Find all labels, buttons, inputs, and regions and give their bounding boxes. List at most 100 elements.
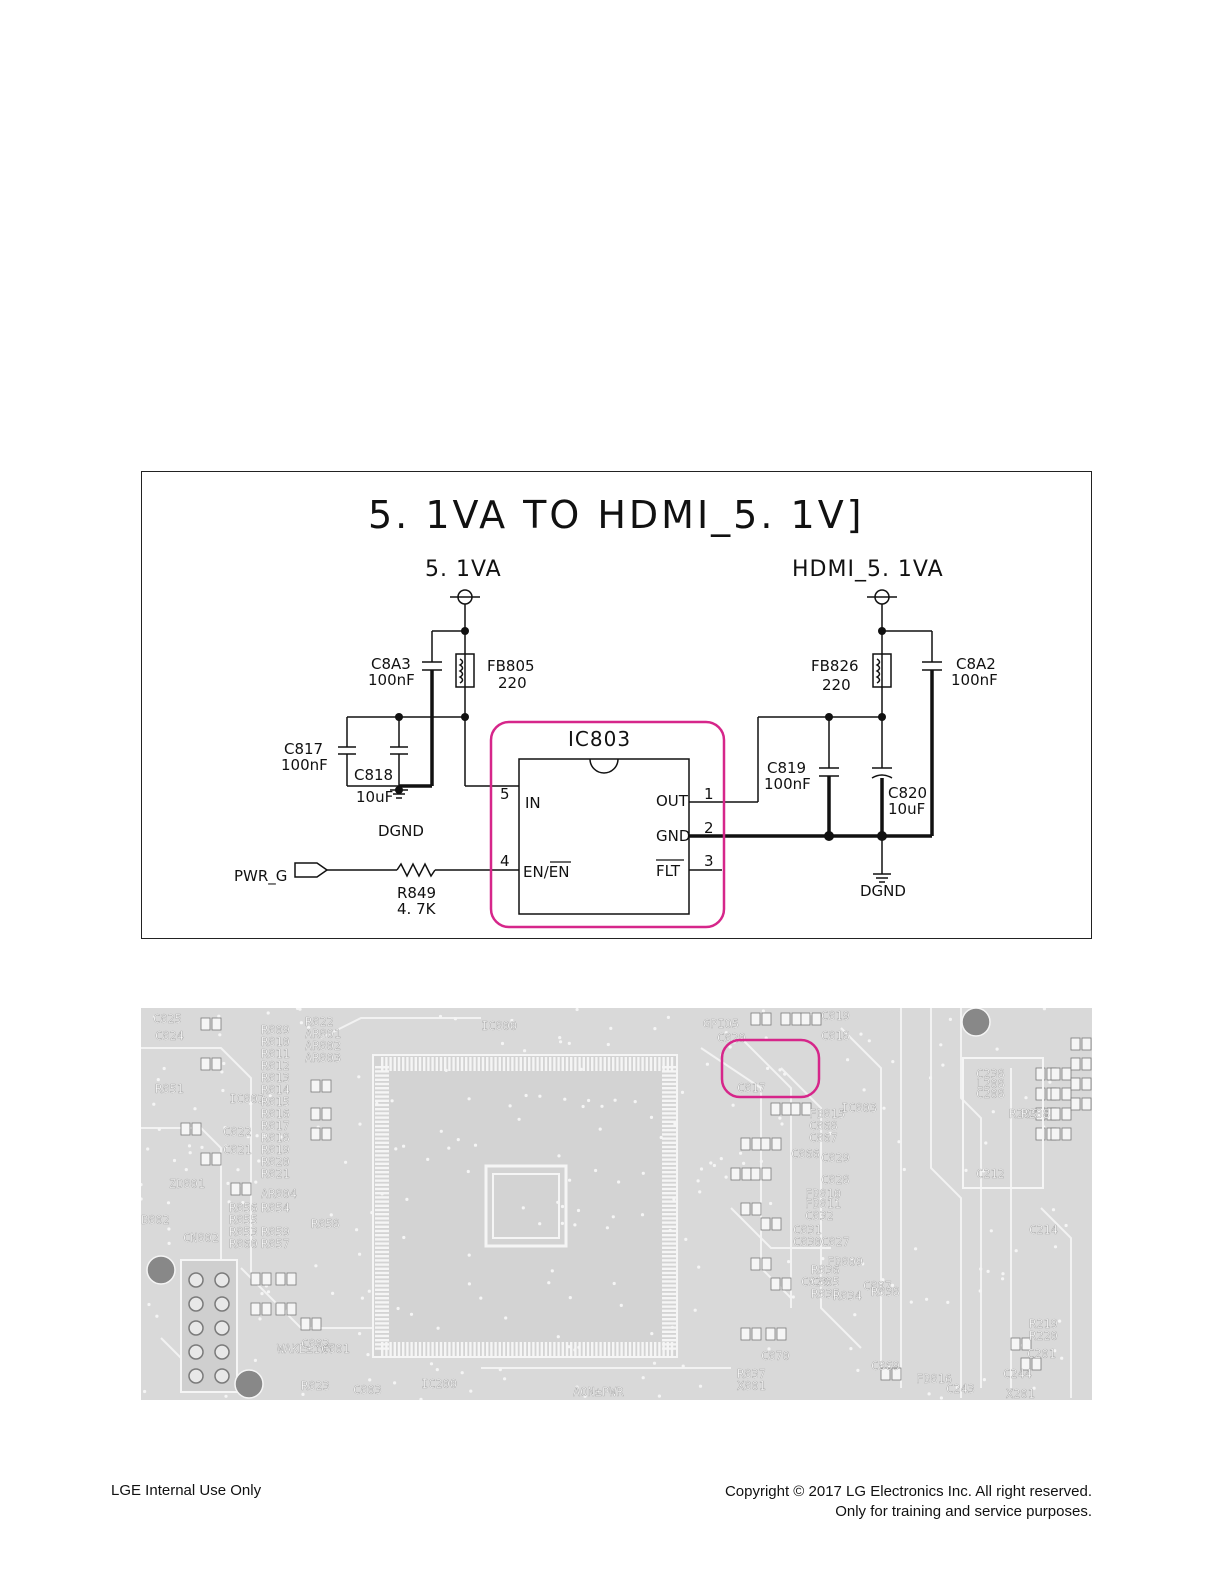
smd-pad <box>776 1327 787 1341</box>
pcb-label: C818 <box>821 1029 850 1043</box>
output-rail-label: HDMI_5. 1VA <box>792 557 944 582</box>
smd-pad <box>741 1167 752 1181</box>
pcb-label: C820 <box>717 1031 746 1045</box>
pcb-label: R838 <box>871 1285 900 1299</box>
pcb-label: WAKE±INT <box>277 1342 335 1356</box>
fb826-symbol <box>872 653 892 688</box>
smd-pad <box>1070 1097 1081 1111</box>
smd-pad <box>891 1367 902 1381</box>
footer-internal-use: LGE Internal Use Only <box>111 1482 262 1499</box>
footer-copyright-line: Copyright © 2017 LG Electronics Inc. All… <box>724 1483 1092 1500</box>
smd-pad <box>300 1317 311 1331</box>
smd-pad <box>1061 1067 1072 1081</box>
pcb-label: R837 <box>737 1367 766 1381</box>
smd-pad <box>1070 1077 1081 1091</box>
pcb-svg: C825C824R851IC802C822C821ZD801B802CN802R… <box>141 1008 1092 1400</box>
smd-pad <box>760 1217 771 1231</box>
smd-pad <box>321 1079 332 1093</box>
ground-right-label: DGND <box>860 882 906 900</box>
pcb-label: R858 <box>311 1217 340 1231</box>
c819-ref: C819 <box>767 759 806 777</box>
smd-pad <box>310 1127 321 1141</box>
pcb-label: FB809 <box>827 1255 863 1269</box>
fb826-value: 220 <box>822 676 851 694</box>
smd-pad <box>1061 1107 1072 1121</box>
mounting-hole <box>234 1369 264 1399</box>
smd-pad <box>211 1017 222 1031</box>
pcb-label: R811 <box>261 1047 290 1061</box>
pcb-label: C817 <box>737 1081 766 1095</box>
pcb-label: C803 <box>353 1383 382 1397</box>
pcb-label: AR804 <box>261 1187 297 1201</box>
smd-pad <box>761 1012 772 1026</box>
smd-pad <box>750 1257 761 1271</box>
pcb-label: CN802 <box>183 1231 219 1245</box>
mounting-hole <box>961 1008 991 1037</box>
smd-pad <box>1050 1107 1061 1121</box>
pcb-label: C867 <box>809 1131 838 1145</box>
smd-pad <box>780 1012 791 1026</box>
pin-gnd-name: GND <box>656 827 690 845</box>
pcb-label: R836 <box>811 1263 840 1277</box>
pcb-label: C828 <box>821 1173 850 1187</box>
pcb-label: IC803 <box>841 1101 877 1115</box>
smd-pad <box>791 1012 802 1026</box>
smd-pad <box>1035 1127 1046 1141</box>
pin-2-number: 2 <box>704 819 714 837</box>
pcb-label: R205 <box>1009 1107 1038 1121</box>
c819-value: 100nF <box>764 775 811 793</box>
input-rail-label: 5. 1VA <box>425 557 502 582</box>
pcb-label: C826 <box>801 1275 830 1289</box>
c820-ref: C820 <box>888 784 927 802</box>
smd-pad <box>241 1182 252 1196</box>
pcb-label: C821 <box>223 1143 252 1157</box>
ground-left-label: DGND <box>378 822 424 840</box>
smd-pad <box>200 1017 211 1031</box>
pcb-label: C244 <box>1003 1367 1032 1381</box>
smd-pad <box>781 1102 792 1116</box>
ic800-center-pad <box>484 1164 568 1248</box>
smd-pad <box>1050 1087 1061 1101</box>
pcb-label: R856 <box>229 1201 258 1215</box>
smd-pad <box>1035 1067 1046 1081</box>
pcb-label: C801 <box>321 1342 350 1356</box>
smd-pad <box>781 1277 792 1291</box>
smd-pad <box>740 1137 751 1151</box>
smd-pad <box>310 1079 321 1093</box>
pcb-label: X801 <box>737 1379 766 1393</box>
pcb-label: C831 <box>793 1223 822 1237</box>
smd-pad <box>1081 1077 1092 1091</box>
pcb-label: R835 <box>811 1287 840 1301</box>
ic800-package <box>372 1054 678 1358</box>
pcb-label: R812 <box>261 1059 290 1073</box>
smd-pad <box>765 1327 776 1341</box>
fb805-symbol <box>455 653 475 688</box>
smd-pad <box>1061 1087 1072 1101</box>
pin-en-name: EN/EN <box>523 863 569 881</box>
smd-pad <box>321 1107 332 1121</box>
pcb-label: C829 <box>821 1151 850 1165</box>
smd-pad <box>211 1152 222 1166</box>
smd-pad <box>1031 1357 1042 1371</box>
smd-pad <box>880 1367 891 1381</box>
pcb-label: AR803 <box>305 1051 341 1065</box>
pcb-label: IC802 <box>229 1092 265 1106</box>
smd-pad <box>1035 1087 1046 1101</box>
c817-ref: C817 <box>284 740 323 758</box>
pin-in-name: IN <box>525 794 541 812</box>
pcb-label: C243 <box>946 1382 975 1396</box>
c817-value: 100nF <box>281 756 328 774</box>
pcb-label: R823 <box>301 1379 330 1393</box>
pcb-label: R818 <box>261 1131 290 1145</box>
c8a3-ref: C8A3 <box>371 655 411 673</box>
smd-pad <box>800 1012 811 1026</box>
ic200-region <box>962 1057 1044 1189</box>
pcb-label: C807 <box>863 1279 892 1293</box>
smd-pad <box>1050 1127 1061 1141</box>
fb826-ref: FB826 <box>811 657 859 675</box>
smd-pad <box>761 1257 772 1271</box>
pcb-label: C201 <box>1027 1347 1056 1361</box>
smd-pad <box>1021 1337 1032 1351</box>
c818-value: 10uF <box>356 788 393 806</box>
pcb-label: R815 <box>261 1095 290 1109</box>
